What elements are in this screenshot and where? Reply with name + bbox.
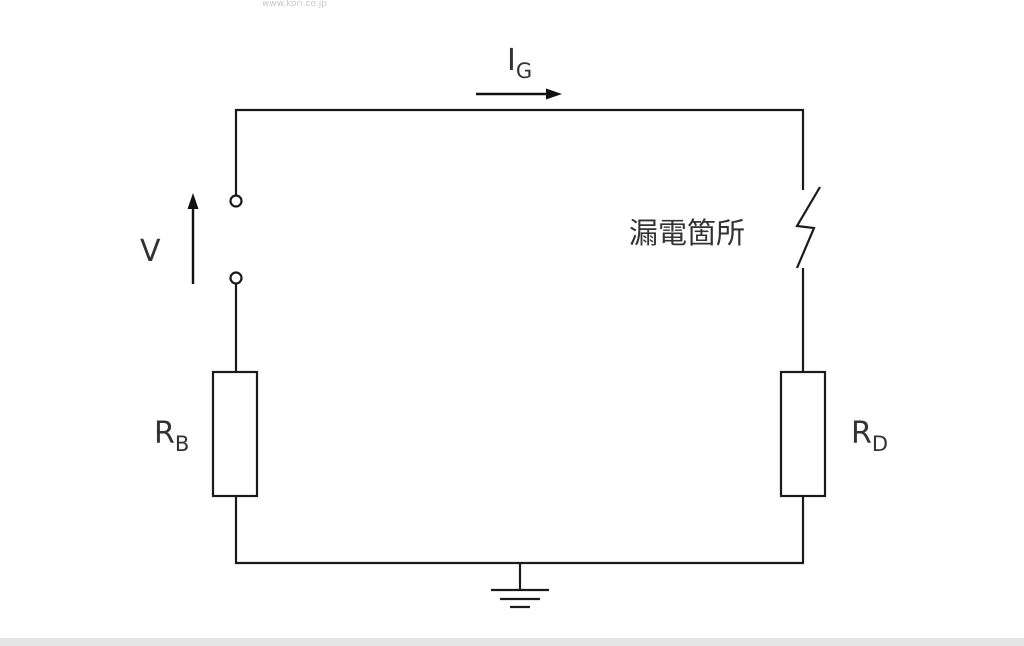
resistor-rb-label: RB [154, 416, 189, 456]
current-arrow-icon [476, 88, 562, 100]
current-label: IG [507, 43, 532, 83]
leak-point-label: 漏電箇所 [629, 216, 745, 250]
voltage-arrow-icon [187, 193, 199, 284]
terminal-top-icon [229, 194, 243, 208]
resistor-rb [211, 370, 259, 498]
leak-lightning-icon [795, 186, 821, 269]
terminal-bottom-icon [229, 271, 243, 285]
bottom-wire [234, 496, 805, 565]
wires [234, 108, 805, 590]
bottom-edge-band [0, 638, 1024, 646]
resistor-rd-label: RD [851, 416, 888, 456]
ground-symbol-icon [491, 588, 549, 609]
resistor-rd [779, 370, 827, 498]
voltage-label: V [140, 234, 161, 269]
watermark-text: www.kori.co.jp [262, 0, 327, 9]
top-wire [234, 108, 805, 196]
